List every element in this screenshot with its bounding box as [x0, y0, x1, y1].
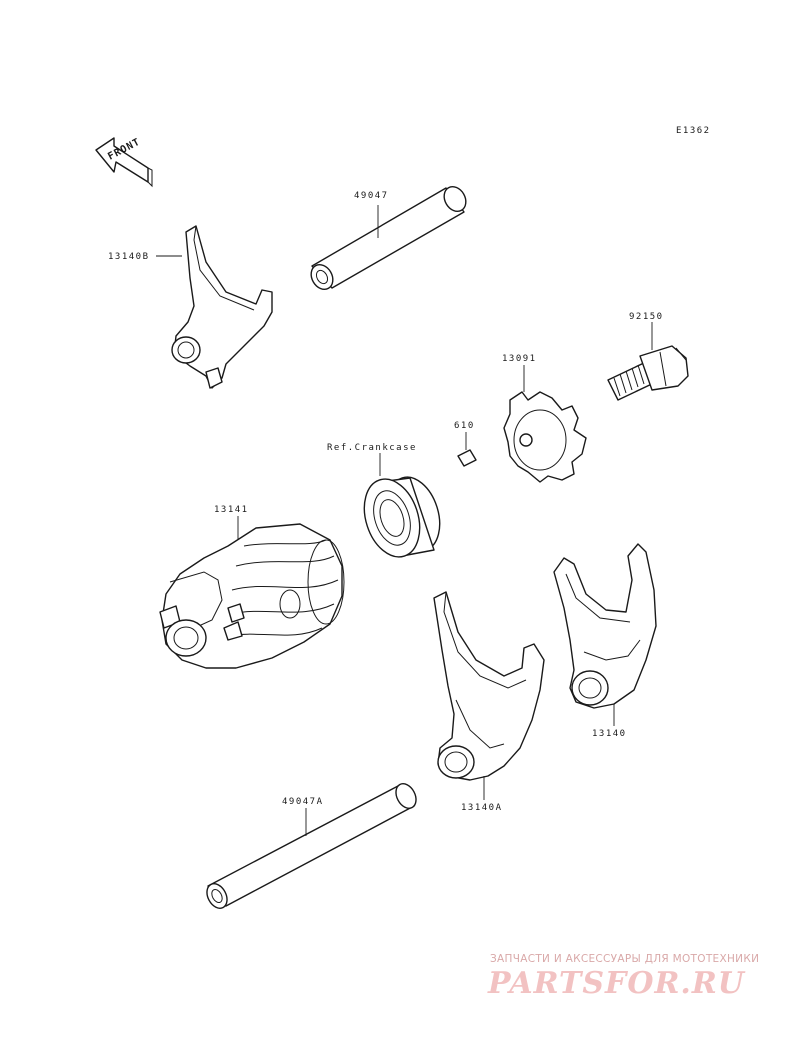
shift-rod-short — [310, 185, 467, 291]
label-shaft-long: 49047A — [282, 797, 324, 807]
bearing — [363, 476, 441, 558]
label-fork-a: 13140A — [461, 803, 503, 813]
label-fork-b: 13140B — [108, 252, 150, 262]
shift-drum — [159, 523, 345, 669]
watermark-logo: PARTSFOR.RU — [488, 966, 745, 1001]
dowel-pin — [457, 449, 477, 467]
shift-rod-long — [206, 783, 417, 909]
diagram-code: E1362 — [676, 126, 711, 136]
label-pin: 610 — [454, 421, 475, 431]
label-bolt: 92150 — [629, 312, 664, 322]
label-cam: 13091 — [502, 354, 537, 364]
label-fork: 13140 — [592, 729, 627, 739]
front-arrow-icon: FRONT — [95, 136, 153, 188]
shift-fork-a — [433, 591, 545, 781]
shift-drum-cam — [503, 391, 587, 483]
label-shaft-short: 49047 — [354, 191, 389, 201]
watermark-tagline: ЗАПЧАСТИ И АКСЕССУАРЫ ДЛЯ МОТОТЕХНИКИ — [490, 953, 760, 965]
bolt — [607, 345, 689, 401]
label-drum: 13141 — [214, 505, 249, 515]
shift-fork — [553, 543, 657, 709]
shift-fork-b — [171, 225, 273, 389]
label-bearing: Ref.Crankcase — [327, 443, 417, 453]
